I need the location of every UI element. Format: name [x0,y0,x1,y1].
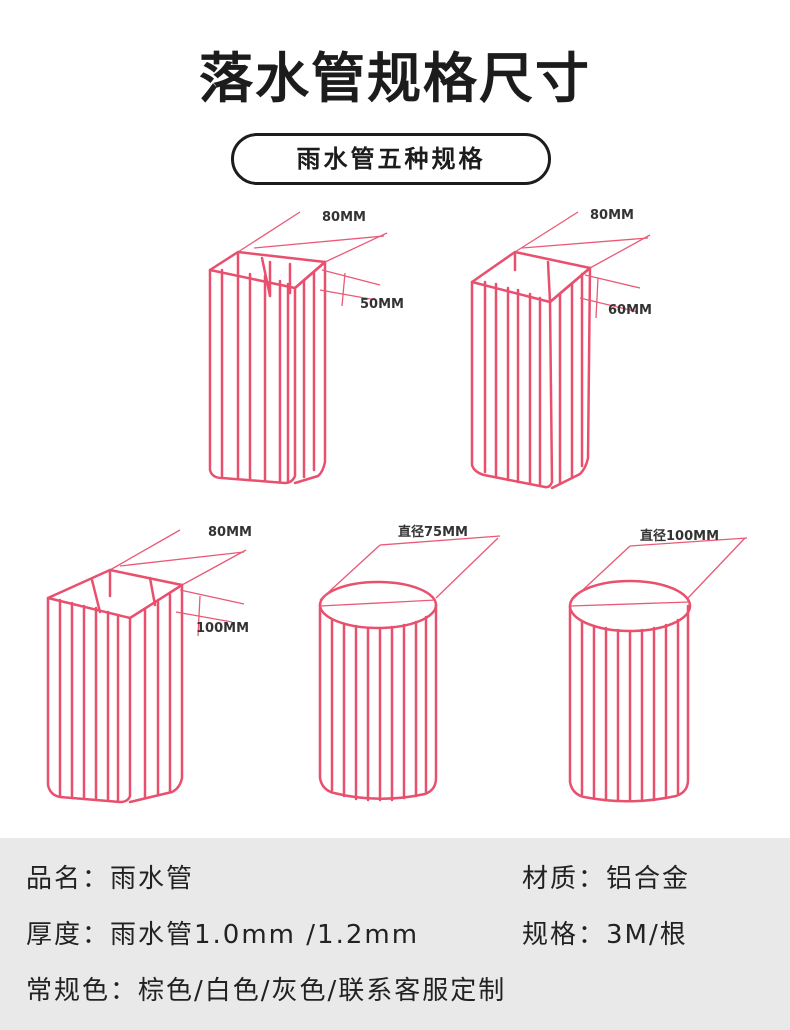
dim-depth-label: 60MM [608,303,652,318]
pipe-round-75: 直径75MM [318,524,501,802]
pipe-rect-80x100: 80MM 100MM [46,525,252,804]
info-color: 常规色：棕色/白色/灰色/联系客服定制 [26,976,507,1006]
pipe-round-100-dims [569,537,748,607]
pipe-rect-80x50: 80MM 50MM [208,210,404,485]
subtitle-badge: 雨水管五种规格 [231,133,551,185]
info-product-name: 品名：雨水管 [26,864,195,894]
pipe-rect-80x100-dims [109,529,247,637]
pipe-round-75-shape [318,580,438,802]
dim-diameter-label: 直径75MM [398,524,468,540]
pipe-round-75-dims [319,535,501,607]
pipe-rect-80x50-shape [208,250,327,485]
dim-width-label: 80MM [590,208,634,223]
pipe-round-100: 直径100MM [568,528,748,803]
page-title: 落水管规格尺寸 [199,47,591,110]
pipe-rect-80x60: 80MM 60MM [470,208,652,490]
dim-width-label: 80MM [322,210,366,225]
pipe-rect-80x100-shape [46,568,184,804]
dim-depth-label: 50MM [360,297,404,312]
pipe-rect-80x50-dims [237,211,388,307]
dim-diameter-label: 直径100MM [640,528,719,544]
info-spec: 规格：3M/根 [522,920,688,950]
info-material: 材质：铝合金 [522,864,691,894]
product-info-panel: 品名：雨水管 材质：铝合金 厚度：雨水管1.0mm /1.2mm 规格：3M/根… [0,838,790,1030]
dim-depth-label: 100MM [196,621,249,636]
info-thickness: 厚度：雨水管1.0mm /1.2mm [26,920,420,950]
pipe-rect-80x60-shape [470,250,592,490]
pipe-spec-diagram: 80MM 50MM 80MM 60MM [46,208,748,804]
pipe-rect-80x60-dims [514,211,651,319]
pipe-round-100-shape [568,579,692,803]
dim-width-label: 80MM [208,525,252,540]
